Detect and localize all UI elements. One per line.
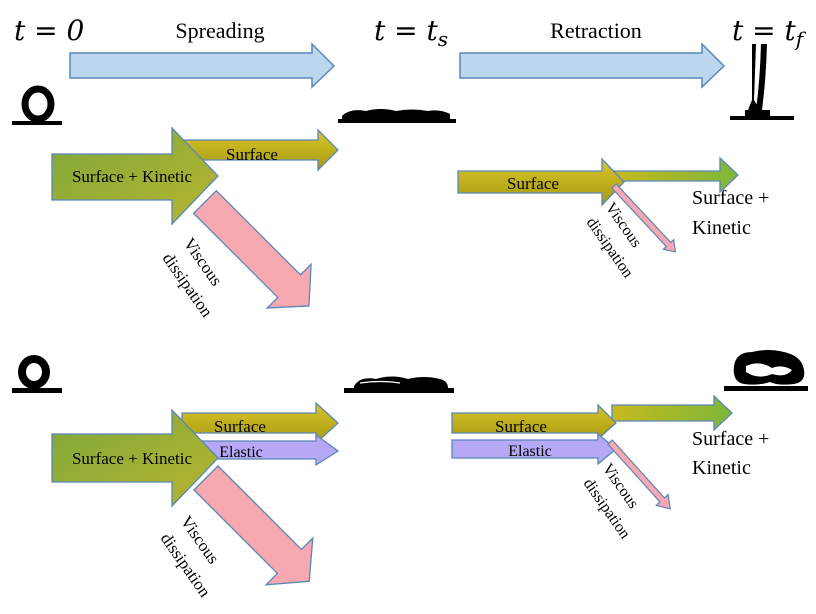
bottom-initial-droplet-icon [12, 355, 62, 393]
bottom-final-label-1: Surface + [692, 428, 769, 450]
stage-label-spreading: Spreading [175, 18, 264, 43]
time-label-final: t = tf [732, 14, 807, 51]
top-retract-surface-arrow [457, 157, 625, 207]
bottom-final-droplet-icon [724, 350, 808, 391]
top-final-jet-droplet-icon [730, 44, 794, 120]
time-label-start: t = 0 [14, 14, 84, 47]
bottom-spread-surface-label: Surface [214, 417, 266, 436]
bottom-spread-surface-arrow [181, 401, 339, 445]
top-final-label-2: Kinetic [692, 217, 751, 239]
bottom-final-label-2: Kinetic [692, 457, 751, 479]
bottom-retract-elastic-label: Elastic [508, 443, 552, 460]
time-label-spread: t = ts [374, 14, 448, 51]
top-spread-viscous-arrow [192, 189, 312, 309]
top-initial-droplet-icon [12, 85, 62, 125]
top-source-label: Surface + Kinetic [72, 167, 192, 186]
retraction-timeline-arrow [459, 42, 726, 89]
top-retract-viscous-arrow [610, 183, 677, 253]
top-spread-surface-label: Surface [226, 145, 278, 164]
bottom-retract-elastic-arrow [451, 432, 618, 466]
bottom-source-energy-arrow [51, 408, 219, 508]
stage-label-retraction: Retraction [550, 18, 642, 43]
bottom-spread-viscous-arrow [193, 465, 314, 586]
bottom-spread-droplet-icon [344, 376, 454, 393]
bottom-final-energy-arrow [611, 394, 733, 432]
bottom-retract-viscous-arrow [606, 439, 671, 510]
spreading-timeline-arrow [69, 42, 336, 89]
top-retract-surface-label: Surface [507, 174, 559, 193]
top-source-energy-arrow [51, 126, 219, 226]
bottom-spread-elastic-label: Elastic [219, 444, 263, 461]
top-final-energy-arrow [611, 156, 739, 194]
bottom-source-label: Surface + Kinetic [72, 449, 192, 468]
bottom-retract-surface-arrow [451, 403, 617, 441]
bottom-retract-surface-label: Surface [495, 417, 547, 436]
top-final-label-1: Surface + [692, 187, 769, 209]
top-spread-droplet-icon [338, 109, 456, 123]
